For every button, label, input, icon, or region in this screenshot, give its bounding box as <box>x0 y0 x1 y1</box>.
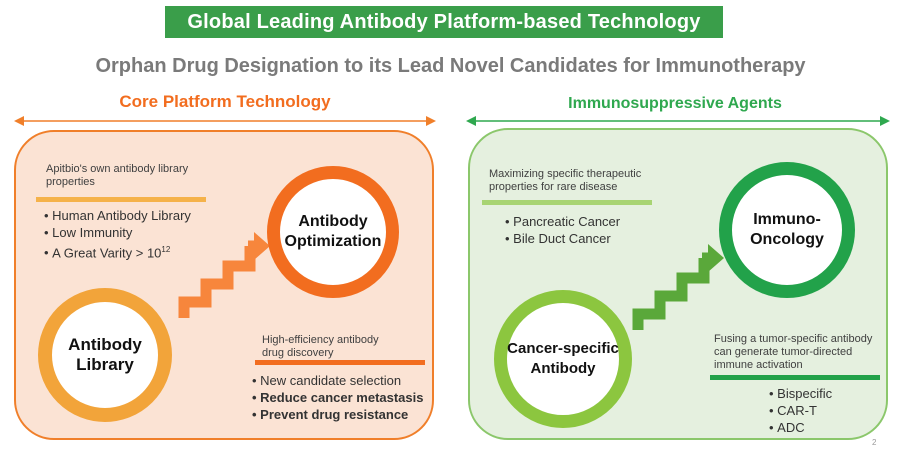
immunosuppressive-heading: Immunosuppressive Agents <box>568 95 782 112</box>
cancer-specific-antibody-circle: Cancer-specific Antibody <box>494 290 632 428</box>
antibody-library-line1: Antibody <box>68 335 142 354</box>
immuno-span-arrow <box>466 116 890 126</box>
cancer-specific-line2: Antibody <box>530 360 596 377</box>
antibody-optimization-circle: Antibody Optimization <box>267 166 399 298</box>
fusing-note: Fusing a tumor-specific antibody can gen… <box>714 333 894 372</box>
library-note-bar <box>36 197 206 202</box>
list-item: Human Antibody Library <box>44 207 244 224</box>
antibody-optimization-line2: Optimization <box>284 233 382 250</box>
title-banner: Global Leading Antibody Platform-based T… <box>165 6 723 38</box>
antibody-optimization-line1: Antibody <box>298 213 368 230</box>
list-item: New candidate selection <box>252 372 442 389</box>
list-item: A Great Varity > 1012 <box>44 241 244 261</box>
library-exponent: 12 <box>161 245 171 254</box>
immuno-oncology-circle: Immuno- Oncology <box>719 162 855 298</box>
library-note-line1: Apitbio's own antibody library <box>46 163 189 175</box>
immuno-oncology-line1: Immuno- <box>753 211 821 228</box>
rare-disease-note: Maximizing specific therapeutic properti… <box>489 168 689 194</box>
antibody-library-circle: Antibody Library <box>38 288 172 422</box>
green-staircase-arrow <box>632 244 724 330</box>
list-item: Reduce cancer metastasis <box>252 389 442 406</box>
page-title: Global Leading Antibody Platform-based T… <box>187 10 701 33</box>
page-number: 2 <box>872 438 877 447</box>
fusing-note-bar <box>710 375 880 380</box>
orange-staircase-arrow <box>178 232 270 318</box>
list-item: Pancreatic Cancer <box>505 213 685 230</box>
antibody-library-line2: Library <box>76 355 134 374</box>
list-item: CAR-T <box>769 402 879 419</box>
rare-disease-bar <box>482 200 652 205</box>
rare-note-line2: properties for rare disease <box>489 181 618 193</box>
library-note: Apitbio's own antibody library propertie… <box>46 163 246 189</box>
discovery-note-bar <box>255 360 425 365</box>
list-item: Bispecific <box>769 385 879 402</box>
rare-note-line1: Maximizing specific therapeutic <box>489 168 642 180</box>
list-item: Prevent drug resistance <box>252 406 442 423</box>
list-item-text: A Great Varity > 10 <box>52 245 162 261</box>
fusing-note-line3: immune activation <box>714 359 803 371</box>
page-subtitle: Orphan Drug Designation to its Lead Nove… <box>95 55 806 77</box>
fusing-list: Bispecific CAR-T ADC <box>769 385 879 436</box>
rare-disease-list: Pancreatic Cancer Bile Duct Cancer <box>505 213 685 247</box>
list-item: Low Immunity <box>44 224 244 241</box>
discovery-note-line2: drug discovery <box>262 347 334 359</box>
immuno-oncology-line2: Oncology <box>750 231 824 248</box>
discovery-list: New candidate selection Reduce cancer me… <box>252 372 442 423</box>
list-item: Bile Duct Cancer <box>505 230 685 247</box>
library-note-line2: properties <box>46 176 95 188</box>
fusing-note-line1: Fusing a tumor-specific antibody <box>714 333 873 345</box>
library-list: Human Antibody Library Low Immunity A Gr… <box>44 207 244 261</box>
core-span-arrow <box>14 116 436 126</box>
core-platform-heading: Core Platform Technology <box>119 92 331 111</box>
cancer-specific-line1: Cancer-specific <box>507 340 619 357</box>
list-item: ADC <box>769 419 879 436</box>
discovery-note: High-efficiency antibody drug discovery <box>262 334 432 360</box>
fusing-note-line2: can generate tumor-directed <box>714 346 853 358</box>
discovery-note-line1: High-efficiency antibody <box>262 334 379 346</box>
